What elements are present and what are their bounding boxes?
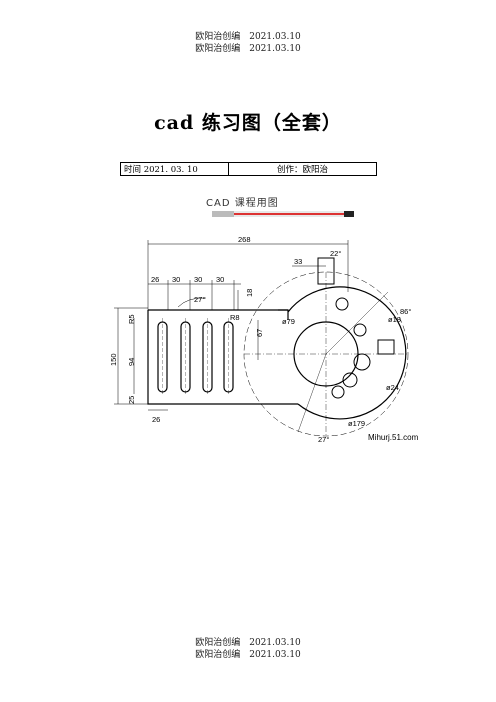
- dim-angle-27b: 27°: [318, 435, 329, 444]
- cad-drawing: 268 26 30 30 30 27° 150 94 R5 25 26 R8 1…: [109, 235, 419, 444]
- footer-line-1: 欧阳治创编 2021.03.10: [195, 638, 301, 648]
- dim-26: 26: [151, 275, 159, 284]
- dim-30a: 30: [172, 275, 180, 284]
- info-table: 时间 2021. 03. 10 创作：欧阳治: [120, 162, 377, 176]
- dim-angle-86: 86°: [400, 307, 411, 316]
- dim-94: 94: [127, 358, 136, 366]
- dim-overall: 268: [238, 235, 251, 244]
- header-line-2: 欧阳治创编 2021.03.10: [195, 44, 301, 54]
- dim-r8: R8: [230, 313, 240, 322]
- page-title: cad 练习图（全套）: [154, 112, 342, 134]
- dim-25: 25: [127, 396, 136, 404]
- dim-30c: 30: [216, 275, 224, 284]
- dim-phi24: ø24: [386, 383, 399, 392]
- dim-angle-22: 22°: [330, 249, 341, 258]
- dim-33: 33: [294, 257, 302, 266]
- dim-67: 67: [255, 329, 264, 337]
- watermark: Mihurj.51.com: [368, 433, 419, 442]
- dim-30b: 30: [194, 275, 202, 284]
- dim-phi79: ø79: [282, 317, 295, 326]
- dim-150: 150: [109, 353, 118, 366]
- dim-phi179: ø179: [348, 419, 365, 428]
- course-label: CAD 课程用图: [206, 198, 279, 209]
- dim-18: 18: [245, 289, 254, 297]
- footer-line-2: 欧阳治创编 2021.03.10: [195, 650, 301, 660]
- info-time: 时间 2021. 03. 10: [121, 163, 229, 175]
- info-author: 创作：欧阳治: [276, 165, 328, 175]
- dim-phi18: ø18: [388, 315, 401, 324]
- dim-r5: R5: [127, 314, 136, 324]
- dim-angle-27: 27°: [194, 295, 205, 304]
- header-line-1: 欧阳治创编 2021.03.10: [195, 32, 301, 42]
- dim-26-bottom: 26: [152, 415, 160, 424]
- course-color-bar: [212, 211, 354, 217]
